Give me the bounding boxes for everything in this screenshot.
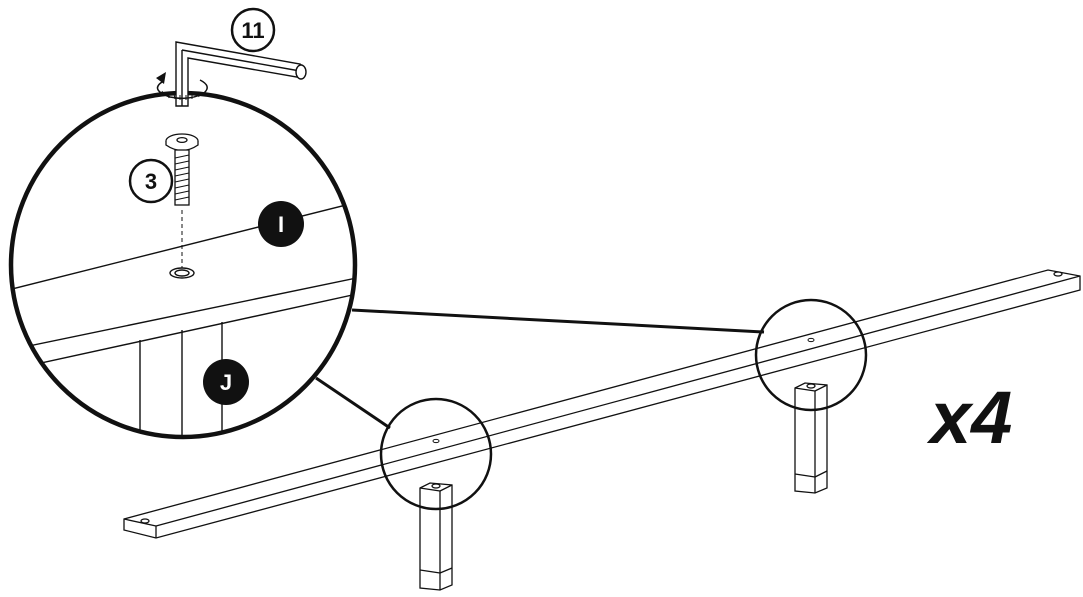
quantity-multiplier: x4 (926, 376, 1012, 459)
screw-callout: 3 (128, 158, 174, 204)
tool-callout: 11 (230, 7, 276, 53)
rotation-arrow-icon (156, 72, 208, 100)
screw-icon (165, 133, 199, 206)
tool-number-label: 11 (241, 18, 264, 43)
screw-number-label: 3 (145, 169, 157, 194)
leg-left (419, 482, 453, 591)
detail-circle-left (379, 397, 493, 511)
part-i-callout: I (258, 201, 304, 247)
callout-connector-lines (315, 308, 765, 430)
part-j-label: J (220, 370, 232, 395)
part-i-label: I (278, 212, 284, 237)
leg-right (794, 382, 828, 494)
rail-board (123, 269, 1081, 539)
part-j-callout: J (203, 359, 249, 405)
detail-circle-right (754, 298, 868, 412)
hex-key-icon (175, 41, 307, 107)
